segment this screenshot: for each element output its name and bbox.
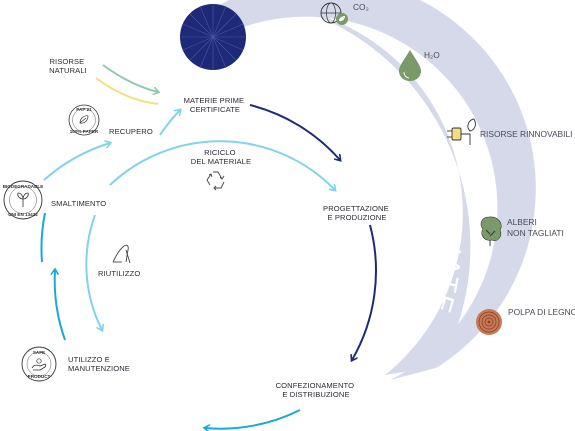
arrow-confezionamento-to-utilizzo bbox=[205, 409, 301, 429]
arrow-risorse-green bbox=[102, 64, 158, 92]
label-confezionamento: CONFEZIONAMENTO E DISTRIBUZIONE bbox=[276, 381, 357, 399]
label-utilizzo: UTILIZZO E MANUTENZIONE bbox=[68, 355, 130, 373]
renewable-plug-icon bbox=[447, 118, 476, 145]
svg-text:SAFE: SAFE bbox=[33, 350, 45, 355]
arc-title: RISORSE RISPARMIATE bbox=[277, 35, 467, 317]
arrow-materie-to-progettazione bbox=[249, 104, 340, 160]
arrow-recycling-loop bbox=[109, 140, 335, 190]
wood-rings-icon bbox=[476, 309, 502, 335]
high-heel-icon bbox=[112, 244, 131, 264]
svg-text:100% PAPER: 100% PAPER bbox=[70, 129, 99, 134]
arrow-progettazione-to-confezionamento bbox=[352, 224, 377, 360]
svg-text:UNI EN 13432: UNI EN 13432 bbox=[8, 212, 38, 217]
label-smaltimento: SMALTIMENTO bbox=[51, 199, 106, 208]
label-progettazione: PROGETTAZIONE E PRODUZIONE bbox=[323, 204, 391, 222]
paper-badge-icon: PAP 21 100% PAPER bbox=[68, 104, 100, 136]
arrow-utilizzo-to-smaltimento bbox=[55, 270, 66, 341]
co2-globe-icon bbox=[320, 2, 348, 25]
water-drop-icon bbox=[399, 50, 421, 81]
arc-smaltimento-down bbox=[40, 212, 46, 263]
label-trees: ALBERI NON TAGLIATI bbox=[507, 217, 564, 238]
label-materie-prime: MATERIE PRIME CERTIFICATE bbox=[184, 96, 247, 114]
arrow-recupero-to-materie bbox=[159, 110, 180, 136]
label-recupero: RECUPERO bbox=[109, 127, 153, 136]
svg-text:PAP 21: PAP 21 bbox=[76, 107, 92, 112]
safe-product-badge-icon: SAFE PRODUCT bbox=[21, 346, 57, 382]
recycle-icon bbox=[206, 171, 225, 191]
svg-text:BIODEGRADABLE: BIODEGRADABLE bbox=[3, 184, 44, 189]
biodegradable-badge-icon: BIODEGRADABLE UNI EN 13432 bbox=[3, 180, 44, 220]
label-pulp: POLPA DI LEGNO bbox=[508, 307, 575, 317]
label-riciclo: RICICLO DEL MATERIALE bbox=[191, 148, 251, 166]
label-h2o: H₂O bbox=[424, 50, 440, 60]
arrow-smaltimento-to-recupero bbox=[43, 143, 110, 181]
label-co2: CO₂ bbox=[353, 2, 369, 12]
svg-text:PRODUCT: PRODUCT bbox=[28, 374, 51, 379]
arrow-risorse-yellow bbox=[95, 77, 159, 105]
arrow-riutilizzo-loop bbox=[85, 214, 102, 330]
label-renewable: RISORSE RINNOVABILI bbox=[480, 129, 572, 139]
tree-icon bbox=[480, 216, 502, 246]
label-riutilizzo: RIUTILIZZO bbox=[98, 269, 140, 278]
label-risorse-naturali: RISORSE NATURALI bbox=[49, 57, 87, 75]
savings-arc-band bbox=[213, 0, 471, 375]
globe-icon bbox=[180, 4, 246, 70]
